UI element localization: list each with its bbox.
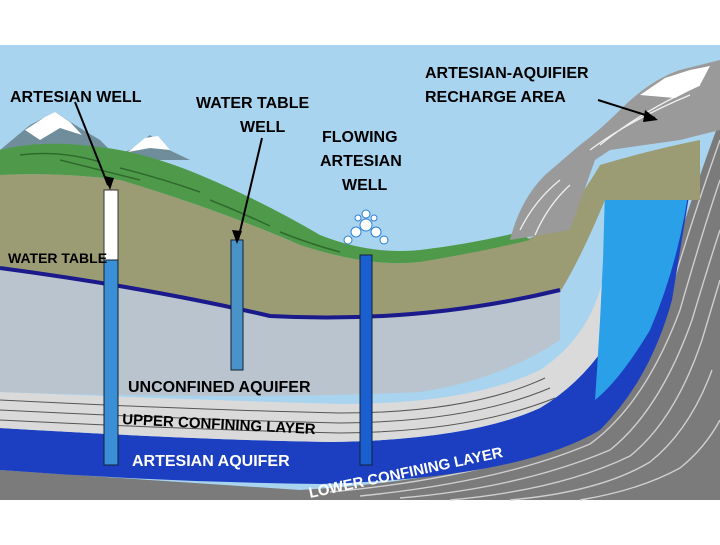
label-unconfined-aquifer: UNCONFINED AQUIFER <box>128 379 311 396</box>
snow-cap-left <box>25 112 82 140</box>
artesian-well-pipe <box>103 259 119 466</box>
flowing-artesian-well-pipe <box>359 254 373 466</box>
label-recharge-1: ARTESIAN-AQUIFIER <box>425 65 589 82</box>
water-table-line <box>0 266 561 320</box>
unconfined-aquifer-band <box>0 270 560 396</box>
snow-cap-right <box>640 66 710 98</box>
arrow-artesian <box>104 176 114 190</box>
label-water-table-well-1: WATER TABLE <box>196 95 310 112</box>
recharge-water <box>595 180 690 400</box>
label-artesian-well: ARTESIAN WELL <box>10 89 142 106</box>
snow-cap-mid <box>128 136 170 152</box>
label-water-table: WATER TABLE <box>8 250 107 266</box>
label-artesian-aquifer: ARTESIAN AQUIFER <box>132 453 290 470</box>
lower-confining-layer <box>0 120 720 500</box>
grass-hills <box>0 143 530 264</box>
arrow-water-table-well <box>232 230 242 244</box>
arrow-recharge <box>643 110 658 122</box>
water-table-well-pipe <box>230 239 244 371</box>
grass-strokes <box>19 152 341 253</box>
label-water-table-well-2: WELL <box>240 119 286 136</box>
label-flowing-3: WELL <box>342 177 388 194</box>
label-flowing-1: FLOWING <box>322 129 398 146</box>
fountain-spray <box>343 209 389 245</box>
label-recharge-2: RECHARGE AREA <box>425 89 566 106</box>
label-flowing-2: ARTESIAN <box>320 153 402 170</box>
soil-layer <box>0 140 700 320</box>
artesian-aquifer-band <box>0 190 690 484</box>
